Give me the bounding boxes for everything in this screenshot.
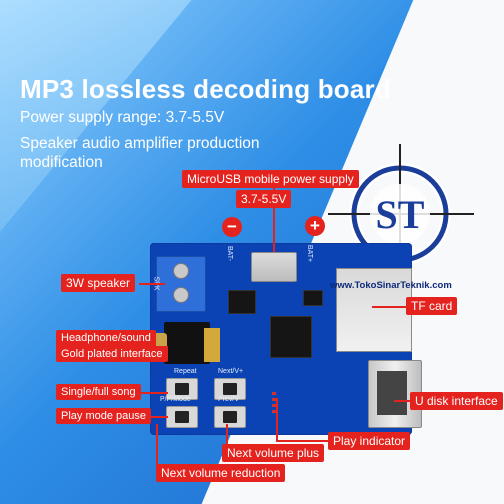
label-next-volume-reduction: Next volume reduction [156,464,286,482]
callout-line-indicator-v [276,398,278,441]
led-indicator [272,410,276,413]
led-indicator [272,398,276,401]
decoder-chip [270,316,312,358]
label-play-mode: Play mode pause [56,408,151,424]
small-chip [303,290,323,306]
repeat-button [166,378,198,400]
label-headphone: Headphone/sound [56,330,156,346]
callout-line-vplus [226,424,228,446]
label-voltage: 3.7-5.5V [236,190,292,208]
label-gold-interface: Gold plated interface [56,346,168,362]
callout-line-indicator-h [276,440,328,442]
power-supply-text: Power supply range: 3.7-5.5V [20,109,225,126]
screw-icon [173,263,189,279]
plus-icon: + [305,216,325,236]
label-single-full: Single/full song [56,384,141,400]
silk-next: Next/V+ [218,368,244,375]
watermark: www.TokoSinarTeknik.com [330,280,452,291]
label-speaker: 3W speaker [61,274,136,292]
callout-line-tf [372,306,406,308]
subtitle-line-2: modification [20,154,103,171]
callout-line-single [136,392,168,394]
silk-pause: P/P/Mode [160,396,191,403]
amp-chip [228,290,256,314]
label-microusb: MicroUSB mobile power supply [182,170,359,188]
led-indicator [272,392,276,395]
minus-icon: − [222,217,242,237]
callout-line-usb [273,186,275,252]
silk-bat-minus: BAT- [226,245,234,262]
tf-card-slot [336,268,412,352]
prev-button [214,406,246,428]
screw-icon [173,287,189,303]
headphone-jack [164,322,210,364]
pause-button [166,406,198,428]
gold-contact [204,328,220,362]
silk-bat-plus: BAT+ [306,244,314,263]
callout-line-speaker [139,283,165,285]
silk-prev: Prev/V- [218,396,241,403]
product-title: MP3 lossless decoding board [20,74,391,104]
label-play-indicator: Play indicator [328,432,411,450]
led-indicator [272,404,276,407]
label-tf-card: TF card [406,297,458,315]
callout-line-vred [156,424,158,466]
label-u-disk: U disk interface [410,392,503,410]
microusb-port [251,252,297,282]
silk-repeat: Repeat [174,368,197,375]
logo-text: ST [376,192,425,237]
callout-line-udisk [394,400,412,402]
next-button [214,378,246,400]
label-next-volume-plus: Next volume plus [222,444,325,462]
callout-line-mode [136,416,168,418]
subtitle-line-1: Speaker audio amplifier production [20,135,260,152]
